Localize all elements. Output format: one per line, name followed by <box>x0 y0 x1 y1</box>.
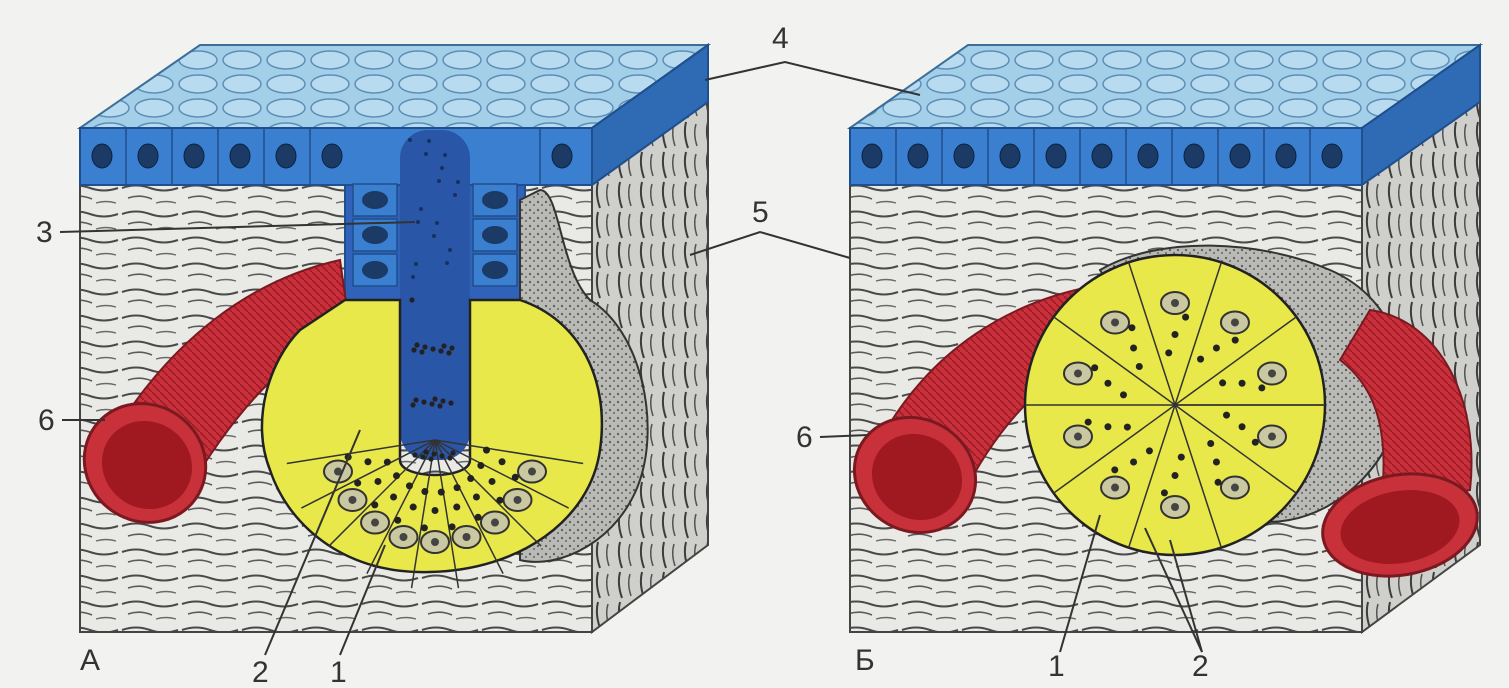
label-3: 3 <box>36 216 53 249</box>
epithelial-nucleus <box>908 144 928 168</box>
duct-nucleus <box>362 261 388 279</box>
epithelial-nucleus <box>1046 144 1066 168</box>
epithelial-nucleus <box>1322 144 1342 168</box>
epithelial-nucleus <box>230 144 250 168</box>
duct-nucleus <box>482 261 508 279</box>
label-1-panel-a: 1 <box>330 656 347 688</box>
label-2-panel-b: 2 <box>1192 650 1209 683</box>
epithelial-nucleus <box>138 144 158 168</box>
epithelial-nucleus <box>954 144 974 168</box>
epithelial-nucleus <box>1230 144 1250 168</box>
panel-b-gland <box>1025 255 1325 555</box>
epithelial-nucleus <box>1184 144 1204 168</box>
epithelial-nucleus <box>1138 144 1158 168</box>
panel-b: Б <box>833 45 1485 677</box>
duct-nucleus <box>362 191 388 209</box>
panel-b-title: Б <box>855 644 875 677</box>
duct-nucleus <box>482 191 508 209</box>
epithelial-nucleus <box>1000 144 1020 168</box>
panel-a-duct-lumen <box>400 130 470 460</box>
duct-nucleus <box>482 226 508 244</box>
label-2-panel-a: 2 <box>252 656 269 688</box>
label-6-panel-a: 6 <box>38 404 55 437</box>
epithelial-nucleus <box>1092 144 1112 168</box>
panel-a: А <box>61 45 708 677</box>
label-1-panel-b: 1 <box>1048 650 1065 683</box>
epithelial-nucleus <box>184 144 204 168</box>
epithelial-nucleus <box>92 144 112 168</box>
duct-nucleus <box>362 226 388 244</box>
epithelial-nucleus <box>862 144 882 168</box>
label-4: 4 <box>772 22 789 55</box>
label-6-panel-b: 6 <box>796 421 813 454</box>
epithelial-nucleus <box>1276 144 1296 168</box>
label-5: 5 <box>752 196 769 229</box>
epithelial-nucleus <box>276 144 296 168</box>
epithelial-nucleus <box>552 144 572 168</box>
epithelial-nucleus <box>322 144 342 168</box>
panel-a-title: А <box>80 644 100 677</box>
